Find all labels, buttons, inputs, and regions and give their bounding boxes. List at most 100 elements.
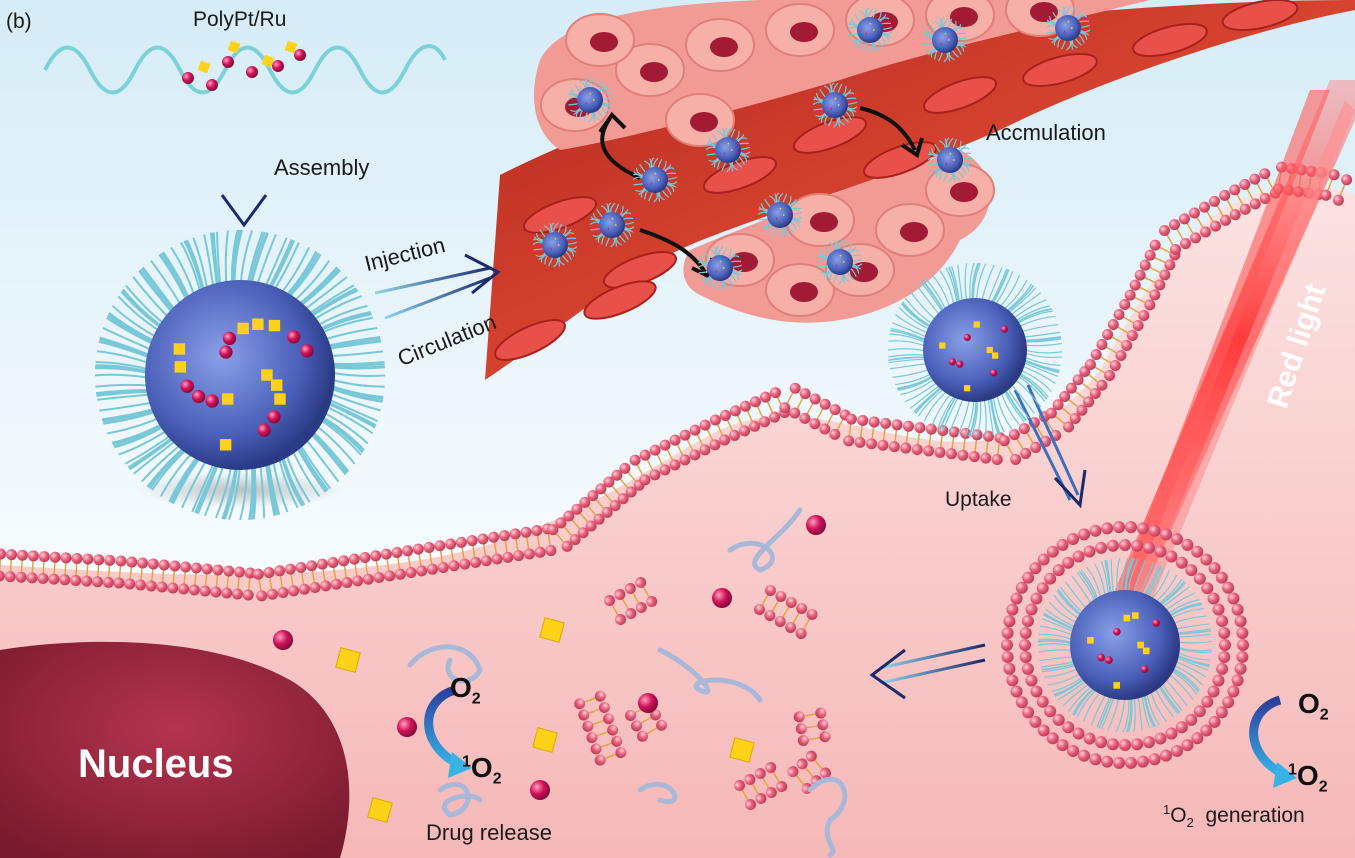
- lipid-head: [60, 552, 72, 564]
- lipid-head: [1185, 713, 1198, 726]
- lipid-head: [1113, 309, 1125, 321]
- lipid-head: [1046, 545, 1059, 558]
- lipid-head: [38, 551, 50, 563]
- lipid-head: [1037, 553, 1050, 566]
- lipid-head: [295, 561, 307, 573]
- lipid-head: [1136, 522, 1149, 535]
- lipid-head: [1029, 562, 1042, 575]
- lipid-head: [1022, 706, 1035, 719]
- lipid-head: [980, 452, 992, 464]
- lipid-head: [625, 486, 637, 498]
- lipid-head: [1056, 538, 1069, 551]
- lipid-head: [934, 446, 946, 458]
- lipid-head: [534, 546, 546, 558]
- lipid-head: [1154, 732, 1167, 745]
- drug-ball: [397, 717, 417, 737]
- cell-nucleus: [1030, 2, 1058, 22]
- red-blood-cell: [923, 76, 997, 114]
- lipid-head: [799, 388, 811, 400]
- lipid-head: [263, 566, 275, 578]
- lipid-head: [1001, 650, 1014, 663]
- lipid-head: [1148, 524, 1161, 537]
- lipid-head: [1227, 592, 1240, 605]
- lipid-head: [639, 449, 651, 461]
- lipid-head: [37, 573, 49, 585]
- lipid-head: [1124, 289, 1136, 301]
- lipid-head: [384, 570, 396, 582]
- lipid-head: [1229, 184, 1241, 196]
- lipid-head: [81, 575, 93, 587]
- lipid-head: [488, 531, 500, 543]
- lipid-head: [789, 382, 801, 394]
- lipid-head: [749, 420, 761, 432]
- lipid-head: [649, 444, 661, 456]
- lipid-head: [348, 553, 360, 565]
- lipid-head: [759, 416, 771, 428]
- cell-nucleus: [950, 7, 978, 27]
- lipid-head: [719, 434, 731, 446]
- lipid-head: [113, 577, 125, 589]
- lipid-head: [1010, 685, 1023, 698]
- lipid-head: [1207, 592, 1220, 605]
- red-blood-cell: [494, 319, 566, 361]
- lipid-head: [480, 555, 492, 567]
- lipid-head: [1198, 201, 1210, 213]
- lipid-head: [877, 439, 889, 451]
- lipid-head: [252, 568, 264, 580]
- singlet-oxygen-generation-label: 1O2 generation: [1163, 802, 1305, 831]
- lipid-head: [1090, 349, 1102, 361]
- lipid-head: [1089, 388, 1101, 400]
- lipid-head: [1107, 319, 1119, 331]
- lipid-head: [156, 581, 168, 593]
- lipid-head: [15, 571, 27, 583]
- nanoparticle: [705, 127, 751, 173]
- lipid-head: [1059, 390, 1071, 402]
- lipid-head: [1191, 545, 1204, 558]
- lipid-head: [1010, 453, 1022, 465]
- lipid-head: [1208, 562, 1221, 575]
- lipid-head: [434, 540, 446, 552]
- lipid-head: [1104, 369, 1116, 381]
- lipid-head: [659, 439, 671, 451]
- lipid-head: [595, 483, 607, 495]
- cell-membrane: [0, 161, 1353, 602]
- lipid-head: [1142, 541, 1155, 554]
- lipid-head: [945, 448, 957, 460]
- lipid-head: [126, 556, 138, 568]
- lipid-fragment: [574, 690, 627, 766]
- lipid-head: [1193, 705, 1206, 718]
- lipid-head: [649, 469, 661, 481]
- lipid-head: [1175, 721, 1188, 734]
- nucleus-label: Nucleus: [78, 742, 234, 786]
- lipid-head: [1180, 238, 1192, 250]
- lipid-head: [577, 527, 589, 539]
- lipid-head: [491, 553, 503, 565]
- lipid-head: [880, 417, 892, 429]
- lipid-fragment: [754, 584, 818, 640]
- lipid-head: [1101, 755, 1114, 768]
- lipid-head: [1089, 524, 1102, 537]
- lipid-head: [1222, 696, 1235, 709]
- lipid-head: [1170, 244, 1182, 256]
- nanoparticle: [94, 229, 386, 521]
- lipid-head: [1218, 651, 1231, 664]
- lipid-head: [26, 572, 38, 584]
- lipid-head: [1154, 545, 1167, 558]
- lipid-head: [523, 548, 535, 560]
- lipid-head: [1227, 685, 1240, 698]
- lipid-head: [167, 582, 179, 594]
- lipid-head: [298, 583, 310, 595]
- lipid-head: [1236, 650, 1249, 663]
- lipid-head: [739, 400, 751, 412]
- lipid-head: [719, 409, 731, 421]
- injection-arrow: [374, 253, 501, 320]
- lipid-head: [1249, 198, 1261, 210]
- red-blood-cells: [494, 0, 1299, 361]
- lipid-head: [1044, 705, 1057, 718]
- nanoparticles: [94, 5, 1213, 733]
- lipid-head: [1072, 374, 1084, 386]
- lipid-head: [1259, 168, 1271, 180]
- lipid-head: [1001, 639, 1013, 651]
- lipid-head: [1072, 550, 1085, 563]
